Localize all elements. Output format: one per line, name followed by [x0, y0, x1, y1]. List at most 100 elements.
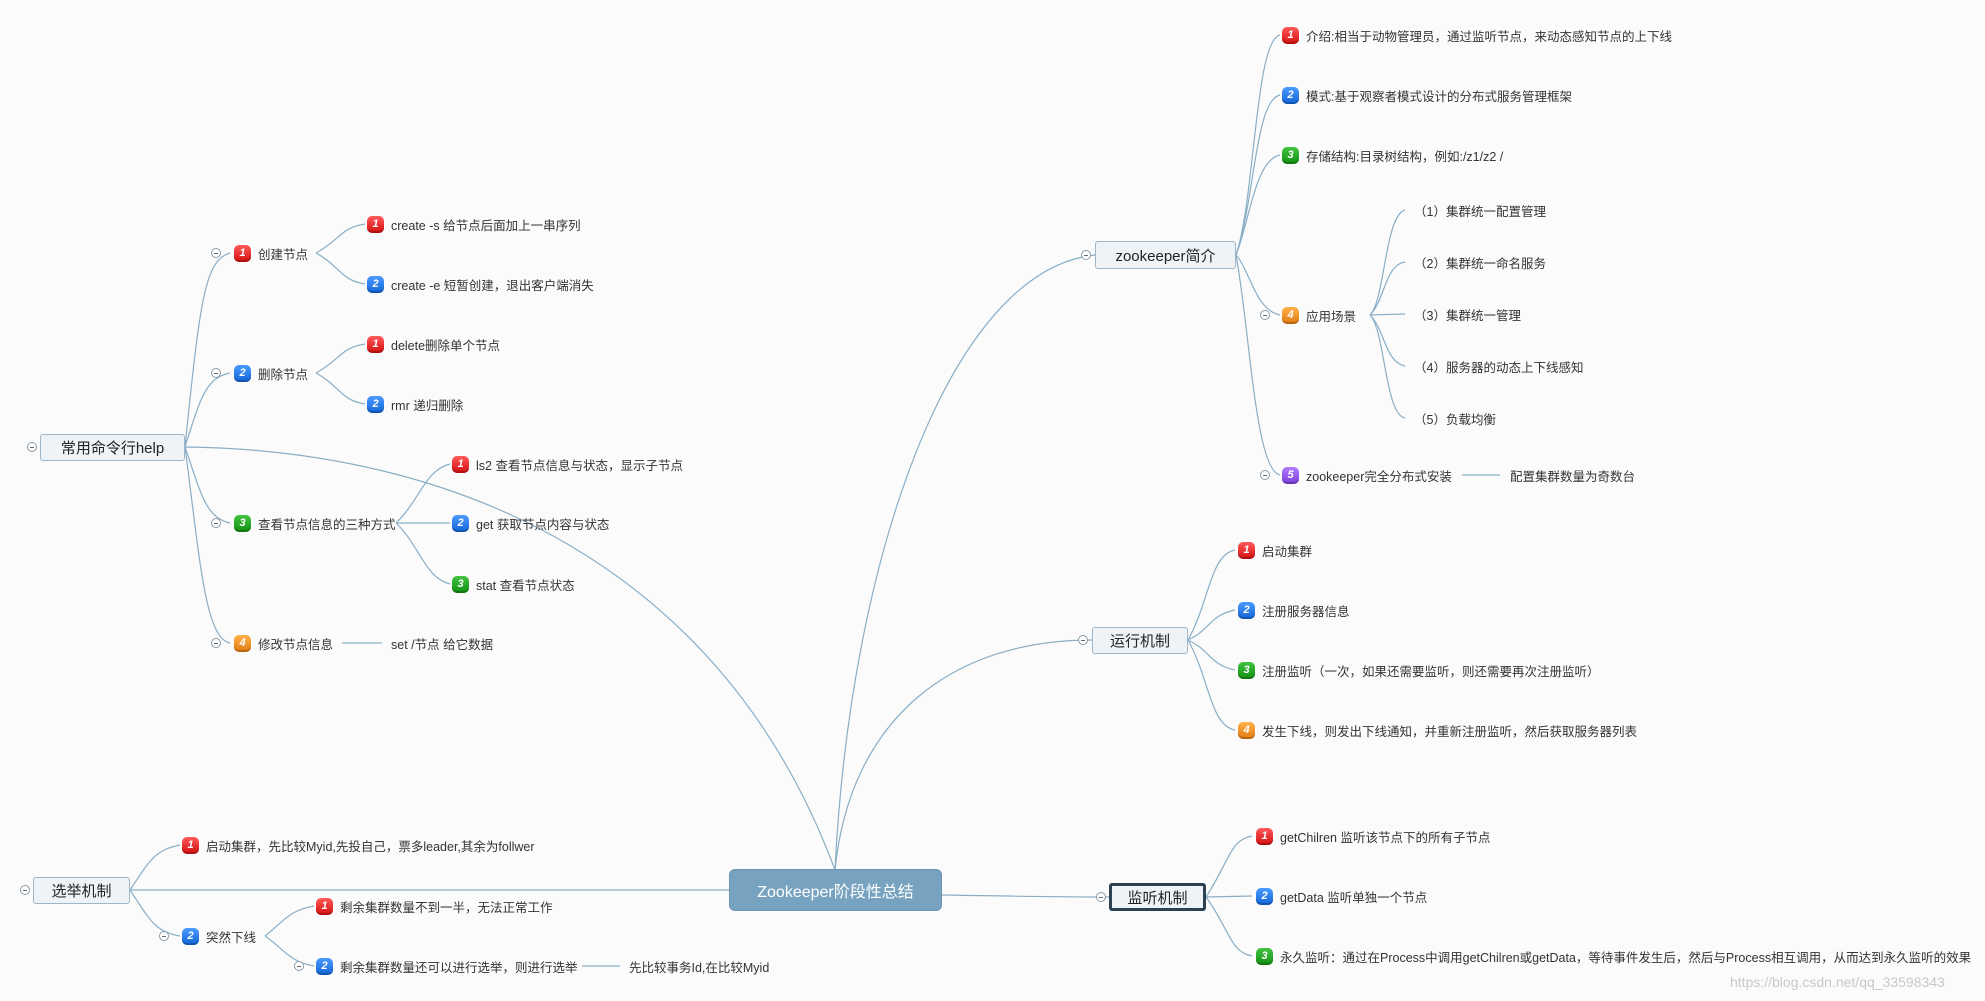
elect-item-2-text: 突然下线: [206, 930, 257, 945]
collapse-toggle-watch[interactable]: [1096, 892, 1106, 902]
cmd-item-delete[interactable]: 2 删除节点: [234, 362, 308, 384]
collapse-toggle-run[interactable]: [1078, 635, 1088, 645]
priority-2-icon: 2: [1282, 86, 1299, 104]
priority-4-icon: 4: [234, 634, 251, 652]
cmd-item-view[interactable]: 3 查看节点信息的三种方式: [234, 512, 396, 534]
scenario-item[interactable]: （1）集群统一配置管理: [1414, 204, 1546, 219]
priority-1-icon: 1: [452, 455, 469, 473]
watch-item-3-text: 永久监听：通过在Process中调用getChilren或getData，等待事…: [1280, 950, 1972, 965]
priority-1-icon: 1: [1256, 827, 1273, 845]
collapse-toggle-view[interactable]: [211, 518, 221, 528]
priority-4-icon: 4: [1238, 721, 1255, 739]
run-item-1-text: 启动集群: [1262, 544, 1313, 559]
topic-election-mechanism[interactable]: 选举机制: [33, 877, 130, 904]
cmd-item-modify[interactable]: 4 修改节点信息: [234, 632, 333, 654]
intro-item-3[interactable]: 3 存储结构:目录树结构，例如:/z1/z2 /: [1282, 144, 1503, 166]
scenario-item[interactable]: （4）服务器的动态上下线感知: [1414, 360, 1584, 375]
view-sub-1[interactable]: 1 ls2 查看节点信息与状态，显示子节点: [452, 453, 683, 475]
cmd-item-create[interactable]: 1 创建节点: [234, 242, 308, 264]
offline-sub-1-text: 剩余集群数量不到一半，无法正常工作: [340, 900, 553, 915]
watch-item-2[interactable]: 2 getData 监听单独一个节点: [1256, 885, 1427, 907]
elect-item-1[interactable]: 1 启动集群，先比较Myid,先投自己，票多leader,其余为follwer: [182, 834, 535, 856]
priority-3-icon: 3: [1256, 947, 1273, 965]
priority-1-icon: 1: [182, 836, 199, 854]
view-sub-1-text: ls2 查看节点信息与状态，显示子节点: [476, 458, 683, 473]
scenario-item[interactable]: （5）负载均衡: [1414, 412, 1496, 427]
intro-item-5-text: zookeeper完全分布式安装: [1306, 469, 1452, 484]
run-item-3[interactable]: 3 注册监听（一次，如果还需要监听，则还需要再次注册监听）: [1238, 659, 1600, 681]
central-topic[interactable]: Zookeeper阶段性总结: [729, 869, 942, 911]
priority-2-icon: 2: [316, 957, 333, 975]
intro-item-1-text: 介绍:相当于动物管理员，通过监听节点，来动态感知节点的上下线: [1306, 29, 1672, 44]
watch-item-2-text: getData 监听单独一个节点: [1280, 890, 1428, 905]
priority-1-icon: 1: [234, 244, 251, 262]
cmd-item-create-text: 创建节点: [258, 247, 309, 262]
priority-1-icon: 1: [316, 897, 333, 915]
intro-item-4[interactable]: 4 应用场景: [1282, 304, 1356, 326]
priority-2-icon: 2: [234, 364, 251, 382]
offline-sub-2-text: 剩余集群数量还可以进行选举，则进行选举: [340, 960, 578, 975]
run-item-4[interactable]: 4 发生下线，则发出下线通知，并重新注册监听，然后获取服务器列表: [1238, 719, 1637, 741]
collapse-toggle-intro[interactable]: [1081, 250, 1091, 260]
view-sub-2[interactable]: 2 get 获取节点内容与状态: [452, 512, 609, 534]
collapse-toggle-elect[interactable]: [20, 885, 30, 895]
collapse-toggle-install[interactable]: [1260, 470, 1270, 480]
run-item-1[interactable]: 1 启动集群: [1238, 539, 1312, 561]
create-sub-1-text: create -s 给节点后面加上一串序列: [391, 218, 581, 233]
scenario-item[interactable]: （2）集群统一命名服务: [1414, 256, 1546, 271]
view-sub-2-text: get 获取节点内容与状态: [476, 517, 610, 532]
priority-3-icon: 3: [452, 575, 469, 593]
run-item-2-text: 注册服务器信息: [1262, 604, 1350, 619]
scenario-item[interactable]: （3）集群统一管理: [1414, 308, 1521, 323]
priority-3-icon: 3: [234, 514, 251, 532]
delete-sub-2[interactable]: 2 rmr 递归删除: [367, 393, 463, 415]
topic-run-mechanism[interactable]: 运行机制: [1092, 627, 1188, 654]
cmd-item-view-text: 查看节点信息的三种方式: [258, 517, 396, 532]
watch-item-3[interactable]: 3 永久监听：通过在Process中调用getChilren或getData，等…: [1256, 945, 1971, 967]
collapse-toggle-cmd[interactable]: [27, 442, 37, 452]
create-sub-1[interactable]: 1 create -s 给节点后面加上一串序列: [367, 213, 581, 235]
priority-1-icon: 1: [1282, 26, 1299, 44]
collapse-toggle-scenarios[interactable]: [1260, 310, 1270, 320]
priority-2-icon: 2: [182, 927, 199, 945]
topic-zookeeper-intro[interactable]: zookeeper简介: [1095, 241, 1236, 269]
offline-sub-2[interactable]: 2 剩余集群数量还可以进行选举，则进行选举: [316, 955, 578, 977]
priority-2-icon: 2: [1238, 601, 1255, 619]
priority-3-icon: 3: [1282, 146, 1299, 164]
modify-note[interactable]: set /节点 给它数据: [391, 637, 494, 652]
run-item-4-text: 发生下线，则发出下线通知，并重新注册监听，然后获取服务器列表: [1262, 724, 1638, 739]
collapse-toggle-reelect[interactable]: [294, 961, 304, 971]
priority-3-icon: 3: [1238, 661, 1255, 679]
install-note[interactable]: 配置集群数量为奇数台: [1510, 469, 1636, 484]
run-item-3-text: 注册监听（一次，如果还需要监听，则还需要再次注册监听）: [1262, 664, 1600, 679]
collapse-toggle-modify[interactable]: [211, 638, 221, 648]
topic-watch-mechanism[interactable]: 监听机制: [1109, 883, 1206, 911]
watch-item-1[interactable]: 1 getChilren 监听该节点下的所有子节点: [1256, 825, 1490, 847]
reelect-note[interactable]: 先比较事务Id,在比较Myid: [629, 960, 770, 975]
delete-sub-1[interactable]: 1 delete删除单个节点: [367, 333, 500, 355]
create-sub-2[interactable]: 2 create -e 短暂创建，退出客户端消失: [367, 273, 594, 295]
cmd-item-delete-text: 删除节点: [258, 367, 309, 382]
topic-common-commands[interactable]: 常用命令行help: [40, 434, 185, 461]
intro-item-4-text: 应用场景: [1306, 309, 1357, 324]
elect-item-2[interactable]: 2 突然下线: [182, 925, 256, 947]
view-sub-3[interactable]: 3 stat 查看节点状态: [452, 573, 575, 595]
intro-item-2[interactable]: 2 模式:基于观察者模式设计的分布式服务管理框架: [1282, 84, 1572, 106]
intro-item-1[interactable]: 1 介绍:相当于动物管理员，通过监听节点，来动态感知节点的上下线: [1282, 24, 1672, 46]
offline-sub-1[interactable]: 1 剩余集群数量不到一半，无法正常工作: [316, 895, 553, 917]
intro-item-5[interactable]: 5 zookeeper完全分布式安装: [1282, 464, 1452, 486]
priority-2-icon: 2: [452, 514, 469, 532]
intro-item-3-text: 存储结构:目录树结构，例如:/z1/z2 /: [1306, 149, 1504, 164]
priority-4-icon: 4: [1282, 306, 1299, 324]
priority-1-icon: 1: [367, 335, 384, 353]
priority-2-icon: 2: [1256, 887, 1273, 905]
cmd-item-modify-text: 修改节点信息: [258, 637, 334, 652]
collapse-toggle-offline[interactable]: [159, 931, 169, 941]
priority-2-icon: 2: [367, 395, 384, 413]
collapse-toggle-create[interactable]: [211, 248, 221, 258]
watermark: https://blog.csdn.net/qq_33598343: [1730, 974, 1945, 990]
collapse-toggle-delete[interactable]: [211, 368, 221, 378]
intro-item-2-text: 模式:基于观察者模式设计的分布式服务管理框架: [1306, 89, 1572, 104]
run-item-2[interactable]: 2 注册服务器信息: [1238, 599, 1350, 621]
